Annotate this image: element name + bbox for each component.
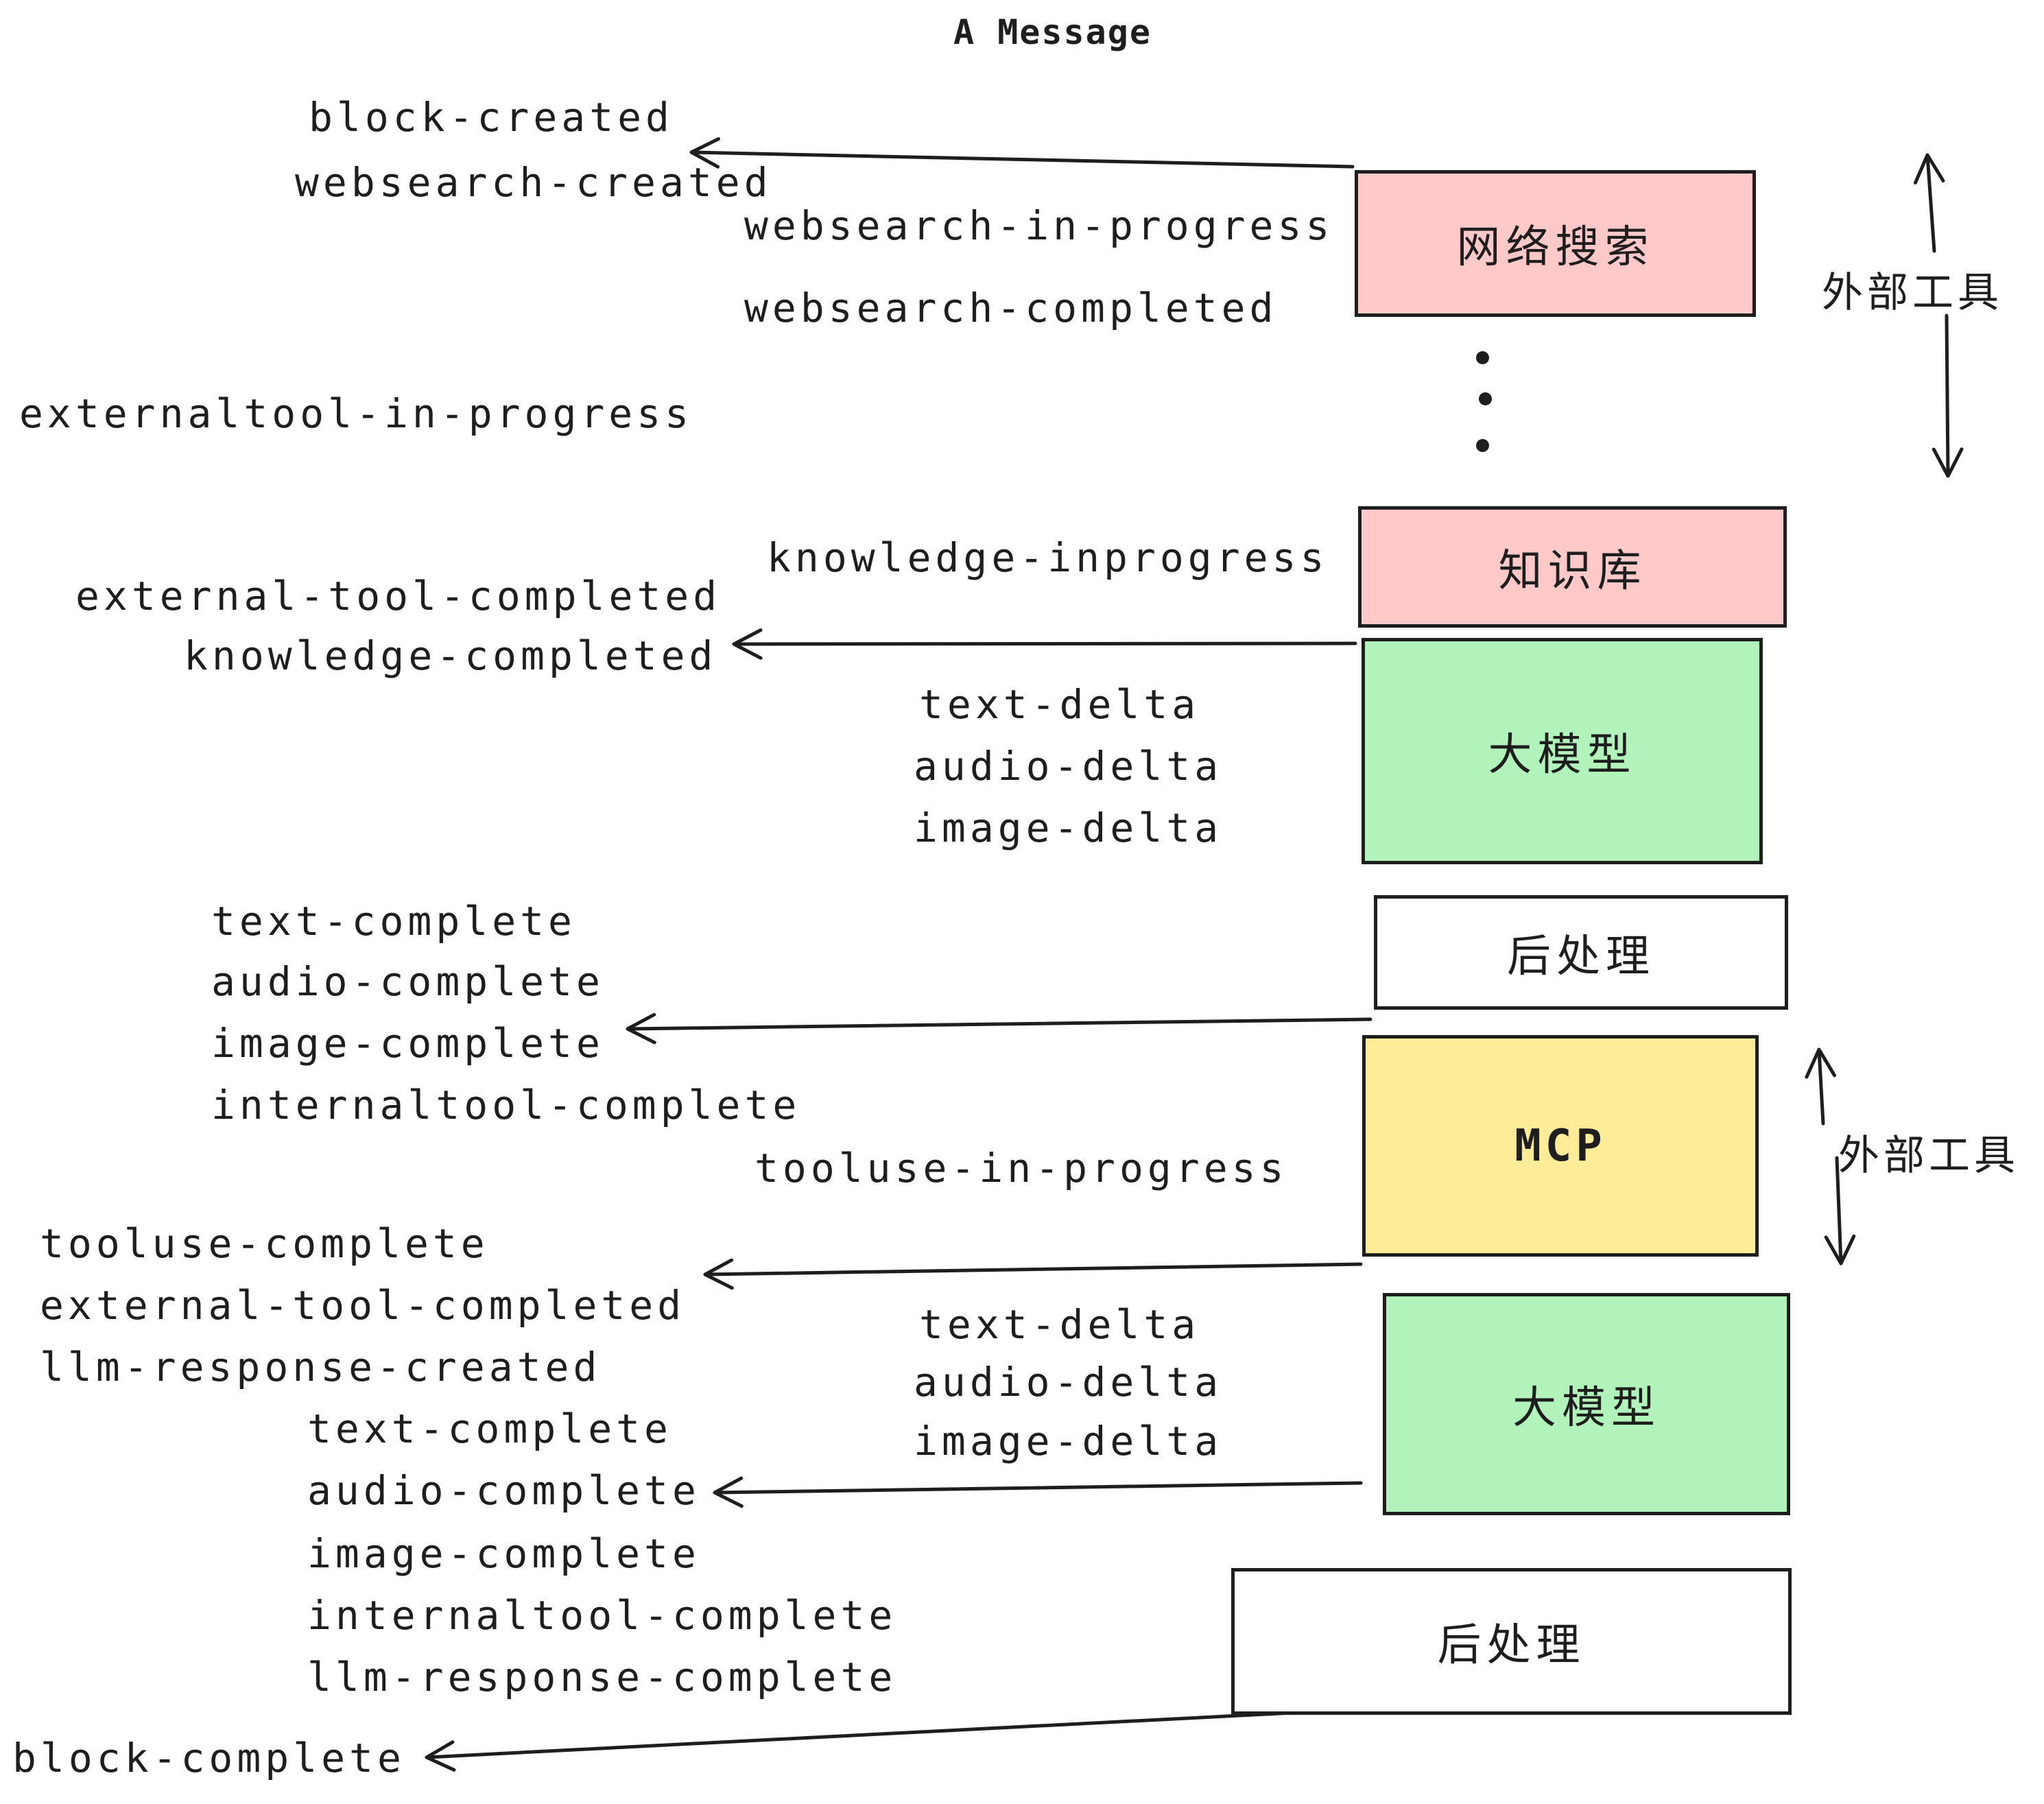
event-label-image-complete-2: image-complete bbox=[307, 1530, 700, 1577]
event-label-image-complete-1: image-complete bbox=[211, 1020, 604, 1067]
arrow-to-block-complete bbox=[425, 1710, 1309, 1772]
box-label-llm-1: 大模型 bbox=[1488, 730, 1637, 781]
event-label-audio-complete-1: audio-complete bbox=[211, 958, 604, 1005]
event-label-llm-response-complete: llm-response-complete bbox=[307, 1654, 897, 1700]
event-label-text-delta-2: text-delta bbox=[919, 1301, 1200, 1348]
event-label-websearch-completed: websearch-completed bbox=[744, 285, 1278, 331]
event-label-internaltool-complete-2: internaltool-complete bbox=[307, 1592, 897, 1639]
event-label-text-complete-2: text-complete bbox=[307, 1405, 672, 1452]
arrow-to-audio-complete bbox=[713, 1476, 1363, 1508]
event-label-websearch-created: websearch-created bbox=[295, 159, 772, 206]
event-label-text-complete-1: text-complete bbox=[211, 898, 576, 945]
event-label-externaltool-in-progress: externaltool-in-progress bbox=[19, 390, 693, 437]
event-label-block-complete: block-complete bbox=[12, 1735, 405, 1781]
arrow-to-knowledge-completed bbox=[732, 628, 1357, 660]
event-label-audio-delta-1: audio-delta bbox=[914, 743, 1223, 790]
box-llm-1: 大模型 bbox=[1362, 638, 1763, 864]
event-label-image-delta-2: image-delta bbox=[914, 1418, 1223, 1464]
arrow-external-top-down bbox=[1932, 313, 1964, 478]
box-post-1: 后处理 bbox=[1374, 895, 1788, 1010]
event-label-audio-delta-2: audio-delta bbox=[914, 1359, 1223, 1405]
arrow-to-tooluse-complete bbox=[703, 1258, 1363, 1290]
event-label-block-created: block-created bbox=[309, 94, 674, 141]
box-websearch: 网络搜索 bbox=[1355, 170, 1756, 317]
event-label-websearch-in-progress: websearch-in-progress bbox=[744, 202, 1334, 249]
arrow-external-top-up bbox=[1914, 153, 1945, 253]
box-label-llm-2: 大模型 bbox=[1512, 1383, 1661, 1434]
event-label-external-tool-completed-1: external-tool-completed bbox=[75, 573, 722, 619]
box-label-mcp: MCP bbox=[1514, 1120, 1606, 1172]
event-label-internaltool-complete-1: internaltool-complete bbox=[211, 1082, 801, 1128]
box-post-2: 后处理 bbox=[1231, 1568, 1792, 1715]
box-label-post-2: 后处理 bbox=[1437, 1620, 1586, 1671]
box-label-websearch: 网络搜索 bbox=[1456, 222, 1654, 273]
box-knowledge: 知识库 bbox=[1358, 506, 1787, 628]
ellipsis-dot-3 bbox=[1476, 439, 1489, 452]
arrow-to-image-complete bbox=[626, 1012, 1372, 1045]
arrow-to-websearch-created bbox=[689, 137, 1355, 169]
event-label-image-delta-1: image-delta bbox=[914, 805, 1223, 851]
ellipsis-dot-1 bbox=[1476, 351, 1489, 364]
side-label-external-tools-top: 外部工具 bbox=[1822, 269, 2003, 317]
box-llm-2: 大模型 bbox=[1383, 1293, 1790, 1515]
event-label-llm-response-created: llm-response-created bbox=[40, 1344, 602, 1390]
event-label-text-delta-1: text-delta bbox=[919, 681, 1200, 728]
event-label-audio-complete-2: audio-complete bbox=[307, 1467, 700, 1514]
event-label-tooluse-in-progress: tooluse-in-progress bbox=[754, 1145, 1288, 1191]
ellipsis-dot-2 bbox=[1479, 392, 1492, 405]
event-label-knowledge-completed: knowledge-completed bbox=[184, 632, 717, 679]
event-label-tooluse-complete: tooluse-complete bbox=[40, 1220, 489, 1267]
box-mcp: MCP bbox=[1362, 1035, 1759, 1257]
side-label-external-tools-bottom: 外部工具 bbox=[1838, 1132, 2019, 1180]
box-label-post-1: 后处理 bbox=[1507, 931, 1655, 982]
event-label-external-tool-completed-2: external-tool-completed bbox=[40, 1282, 686, 1329]
box-label-knowledge: 知识库 bbox=[1498, 545, 1647, 597]
diagram-title: A Message bbox=[953, 12, 1152, 52]
arrow-external-bottom-up bbox=[1805, 1047, 1836, 1126]
event-label-knowledge-inprogress: knowledge-inprogress bbox=[767, 534, 1329, 581]
